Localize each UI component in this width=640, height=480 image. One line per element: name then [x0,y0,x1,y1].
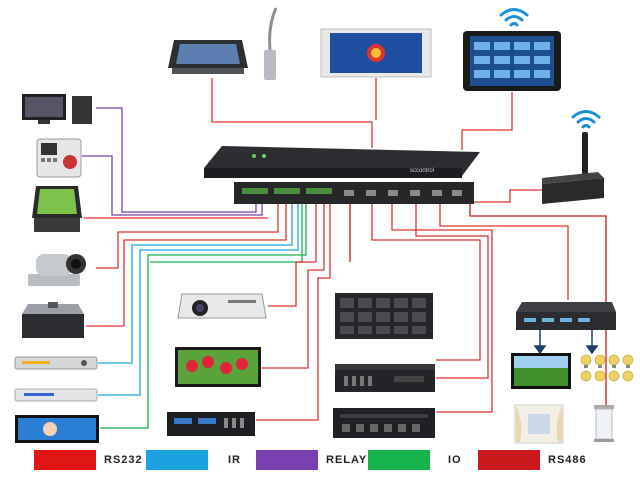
legend-swatch-relay [256,450,318,470]
wireless-tablet [462,30,562,92]
access-control-terminal [36,138,82,178]
legend-label-rs232: RS232 [104,454,143,466]
relay-control-box [512,300,616,332]
flat-panel-tv [14,414,100,444]
legend-swatch-rs486 [478,450,540,470]
arrowhead-lights [585,345,599,355]
curtain-icon [514,404,564,444]
legend-label-io: IO [448,454,462,466]
legend-swatch-io [368,450,430,470]
wire-tv [100,204,307,429]
legend-swatch-ir [146,450,208,470]
lectern-monitor [30,184,84,234]
wire-display-wall [262,204,325,369]
legend-swatch-rs232 [34,450,96,470]
wire-lift [86,204,287,327]
dvd-player [14,356,98,370]
wire-pc [96,107,257,213]
motorized-shade [592,404,616,444]
wire-touchpanel-top-left [211,78,373,148]
arrowhead-screen [533,345,547,355]
projector [176,290,268,324]
wire-dvd [98,204,293,364]
matrix-switcher [334,292,434,340]
central-controller [204,146,480,204]
wire-rack-bottom-left [256,204,331,421]
wifi-icon [570,108,602,132]
wire-amp [391,204,493,413]
rack-unit-bottom-left [166,408,256,438]
wire-io-1 [150,204,303,263]
wire-wifi-gateway [460,189,545,203]
wire-access-control [82,155,263,216]
wifi-icon [498,6,530,30]
wire-relay-box [439,204,569,300]
lift-monitor [20,300,86,340]
ptz-camera [22,248,96,288]
desktop-computer [20,92,96,126]
legend-label-ir: IR [228,454,241,466]
wire-switcher [415,204,489,379]
legend-label-relay: RELAY [326,454,368,466]
legend-label-rs486: RS486 [548,454,587,466]
display-screen [174,346,262,388]
power-amplifier [334,362,436,394]
wire-matrix-2 [371,204,481,361]
antenna-icon [582,132,588,180]
wire-ptz-camera [96,204,279,269]
lightbulb-icon [580,354,634,382]
rack-switcher [332,406,436,440]
wire-bluray [98,204,299,396]
controller-brand: sccontrol [410,168,435,174]
wireless-gateway [538,132,608,208]
gooseneck-microphone [258,6,282,82]
bluray-player [14,388,98,402]
tabletop-touch-panel [166,38,250,78]
wire-projector [268,204,317,307]
wall-touch-panel [320,28,432,78]
projection-screen [510,352,572,390]
lighting-group [578,352,634,392]
wire-tablet-top-right [461,92,513,150]
